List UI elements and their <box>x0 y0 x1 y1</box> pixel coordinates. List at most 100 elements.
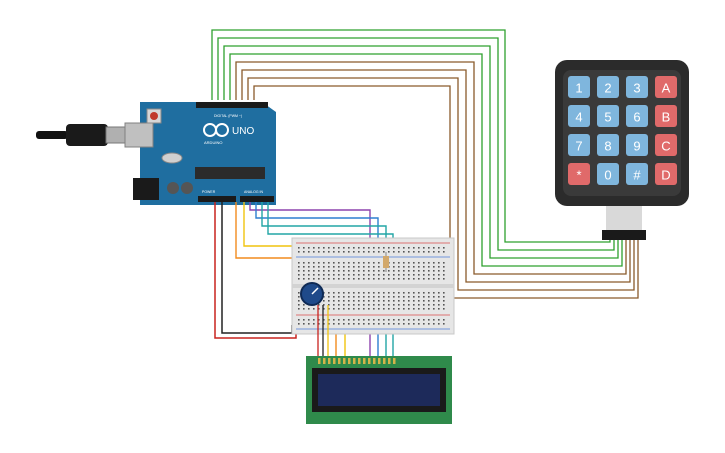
key-cap[interactable] <box>655 105 677 127</box>
key-5[interactable]: 5 <box>597 105 619 127</box>
breadboard-hole <box>413 308 415 310</box>
key-cap[interactable] <box>626 105 648 127</box>
breadboard-hole <box>378 266 380 268</box>
key-8[interactable]: 8 <box>597 134 619 156</box>
breadboard-hole <box>298 278 300 280</box>
breadboard-hole <box>328 296 330 298</box>
breadboard-hole <box>413 270 415 272</box>
key-cap[interactable] <box>568 134 590 156</box>
key-cap[interactable] <box>655 134 677 156</box>
breadboard-hole <box>443 308 445 310</box>
key-cap[interactable] <box>597 76 619 98</box>
key-2[interactable]: 2 <box>597 76 619 98</box>
breadboard-hole <box>353 296 355 298</box>
key-cap[interactable] <box>626 163 648 185</box>
breadboard-hole <box>348 292 350 294</box>
breadboard-hole <box>393 319 395 321</box>
key-label: # <box>633 168 641 183</box>
breadboard-hole <box>398 247 400 249</box>
breadboard-hole <box>353 274 355 276</box>
key-b[interactable]: B <box>655 105 677 127</box>
analog-header <box>240 196 274 202</box>
breadboard-hole <box>433 300 435 302</box>
breadboard-hole <box>408 270 410 272</box>
key-cap[interactable] <box>655 76 677 98</box>
breadboard-hole <box>323 319 325 321</box>
breadboard-hole <box>403 304 405 306</box>
breadboard-hole <box>383 270 385 272</box>
key-3[interactable]: 3 <box>626 76 648 98</box>
breadboard-hole <box>343 270 345 272</box>
breadboard-hole <box>298 274 300 276</box>
key-cap[interactable] <box>597 134 619 156</box>
key-6[interactable]: 6 <box>626 105 648 127</box>
breadboard-hole <box>433 296 435 298</box>
key-c[interactable]: C <box>655 134 677 156</box>
key-a[interactable]: A <box>655 76 677 98</box>
breadboard-hole <box>298 308 300 310</box>
key-cap[interactable] <box>655 163 677 185</box>
breadboard-hole <box>393 274 395 276</box>
key-hash[interactable]: # <box>626 163 648 185</box>
keypad-wire-5 <box>235 61 627 275</box>
breadboard-hole <box>393 304 395 306</box>
key-cap[interactable] <box>626 134 648 156</box>
breadboard-hole <box>318 304 320 306</box>
key-label: 0 <box>604 168 611 183</box>
breadboard-hole <box>363 296 365 298</box>
breadboard-hole <box>348 300 350 302</box>
breadboard-hole <box>368 278 370 280</box>
usb-cable <box>36 124 131 146</box>
key-cap[interactable] <box>568 76 590 98</box>
reset-button-cap[interactable] <box>150 112 158 120</box>
breadboard-hole <box>423 270 425 272</box>
breadboard-hole <box>428 323 430 325</box>
breadboard-hole <box>388 308 390 310</box>
breadboard-hole <box>368 270 370 272</box>
breadboard-hole <box>308 308 310 310</box>
breadboard-hole <box>348 262 350 264</box>
breadboard-hole <box>358 292 360 294</box>
key-cap[interactable] <box>597 105 619 127</box>
key-7[interactable]: 7 <box>568 134 590 156</box>
breadboard-hole <box>338 270 340 272</box>
breadboard-hole <box>373 292 375 294</box>
breadboard-hole <box>313 262 315 264</box>
breadboard-hole <box>343 251 345 253</box>
breadboard-hole <box>348 304 350 306</box>
breadboard-hole <box>428 308 430 310</box>
breadboard-hole <box>368 323 370 325</box>
key-0[interactable]: 0 <box>597 163 619 185</box>
key-star[interactable]: * <box>568 163 590 185</box>
key-cap[interactable] <box>597 163 619 185</box>
resistor-body <box>383 256 389 268</box>
breadboard-hole <box>378 274 380 276</box>
breadboard-hole <box>343 292 345 294</box>
key-1[interactable]: 1 <box>568 76 590 98</box>
breadboard-hole <box>353 262 355 264</box>
key-d[interactable]: D <box>655 163 677 185</box>
breadboard-hole <box>333 251 335 253</box>
breadboard-hole <box>398 296 400 298</box>
key-label: A <box>662 81 671 96</box>
breadboard-hole <box>363 292 365 294</box>
breadboard-hole <box>338 274 340 276</box>
key-9[interactable]: 9 <box>626 134 648 156</box>
breadboard-hole <box>363 247 365 249</box>
key-4[interactable]: 4 <box>568 105 590 127</box>
breadboard-hole <box>423 278 425 280</box>
digital-header <box>196 102 268 108</box>
breadboard-hole <box>398 266 400 268</box>
potentiometer[interactable] <box>300 282 329 362</box>
key-cap[interactable] <box>568 105 590 127</box>
breadboard-hole <box>388 247 390 249</box>
crystal <box>161 152 183 164</box>
key-label: * <box>576 168 581 183</box>
breadboard-hole <box>328 274 330 276</box>
key-cap[interactable] <box>626 76 648 98</box>
key-cap[interactable] <box>568 163 590 185</box>
breadboard-hole <box>303 247 305 249</box>
breadboard-hole <box>408 266 410 268</box>
breadboard-hole <box>388 270 390 272</box>
breadboard-hole <box>443 274 445 276</box>
